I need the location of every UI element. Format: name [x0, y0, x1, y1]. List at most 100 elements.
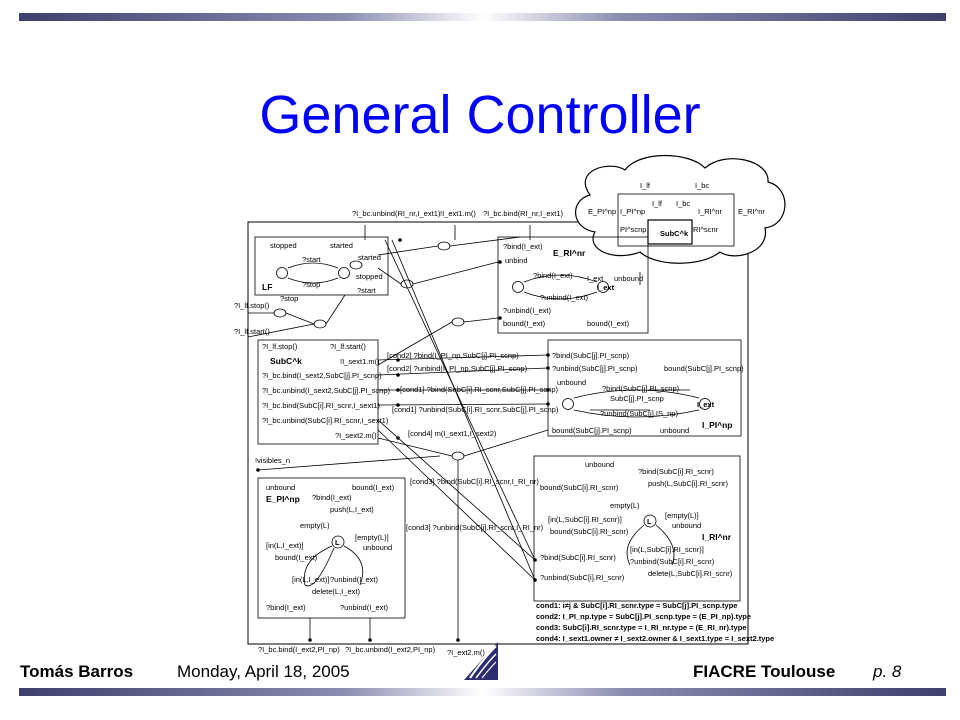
top-label: ?I_bc.bind(RI_nr,I_ext1)	[483, 209, 564, 218]
e-pi-label: [empty(L)]	[355, 533, 389, 542]
i-ri-label: ?bind(SubC[i].RI_scnr)	[638, 467, 714, 476]
i-pi-label: ?unbind(SubC[j].IS_np)	[600, 409, 678, 418]
e-ri-label: ?bind(I_ext)	[503, 242, 543, 251]
cloud-port-label: PI^scnp	[620, 225, 646, 234]
i-pi-box	[547, 339, 742, 437]
mid-cond-label: [cond2] ?unbind(I_PI_np,SubC[j].PI_scnp)	[387, 364, 528, 373]
e-pi-label: L	[335, 538, 340, 547]
cloud-port-label: I_lf	[652, 199, 663, 208]
top-gradient-bar	[19, 13, 946, 21]
subc-label: ?I_lf.start()	[330, 342, 366, 351]
i-ri-state-l	[643, 514, 657, 528]
footer-page-number: p. 8	[873, 662, 902, 681]
left-label: ?I_lf.stop()	[234, 301, 270, 310]
e-pi-box	[257, 477, 406, 619]
condition-definition: cond2: I_PI_np.type = SubC[j].PI_scnp.ty…	[536, 612, 751, 621]
lf-label: ?start	[302, 255, 322, 264]
e-ri-label: unbound	[614, 274, 643, 283]
i-pi-label: unbound	[660, 426, 689, 435]
i-pi-label: bound(SubC[j].PI_scnp)	[664, 364, 744, 373]
e-ri-box-name: E_RI^nr	[553, 248, 586, 258]
i-ri-label: [in(L,SubC[i].RI_scnr)]	[630, 545, 704, 554]
bottom-gradient-bar	[19, 688, 946, 696]
component-cloud	[575, 154, 786, 264]
lf-label: ?stop	[280, 294, 298, 303]
e-pi-label: empty(L)	[300, 521, 330, 530]
i-ri-label: bound(SubC[i].RI_scnr)	[540, 483, 619, 492]
i-ri-box-name: I_RI^nr	[702, 532, 732, 542]
e-pi-label: delete(L,I_ext)	[312, 587, 360, 596]
footer-date: Monday, April 18, 2005	[177, 662, 350, 681]
e-pi-label: [in(L,I_ext)]	[266, 541, 304, 550]
lf-label: stopped	[356, 272, 383, 281]
e-pi-label: ?bind(I_ext)	[312, 493, 352, 502]
mid-cond-label: [cond1] ?bind(SubC[i].RI_scnr,SubC[j].PI…	[400, 385, 559, 394]
lf-label: started	[358, 253, 381, 262]
lf-label: ?start	[357, 286, 377, 295]
condition-definition: cond4: I_sext1.owner ≠ I_sext2.owner & I…	[536, 634, 774, 643]
subc-box-name: SubC^k	[270, 356, 302, 366]
e-pi-label: ?bind(I_ext)	[266, 603, 306, 612]
i-pi-label: bound(SubC[j].PI_scnp)	[552, 426, 632, 435]
bottom-label: ?I_bc.unbind(I_ext2,PI_np)	[345, 645, 436, 654]
mid-cond-label: [cond4] m(I_sext1,I_sext2)	[408, 429, 497, 438]
e-ri-label: ?unbind(I_ext)	[540, 293, 588, 302]
i-pi-label: ?bind(SubC[j].PI_scnp)	[602, 384, 680, 393]
e-pi-label: bound(I_ext)	[275, 553, 318, 562]
i-ri-label: unbound	[585, 460, 614, 469]
cloud-port-label: E_PI^np	[588, 207, 616, 216]
i-pi-label: ?bind(SubC[j].PI_scnp)	[552, 351, 630, 360]
footer-author: Tomás Barros	[20, 662, 134, 681]
e-pi-label: ?unbind(I_ext)	[340, 603, 388, 612]
i-pi-label: I_ext	[697, 400, 715, 409]
footer-event: FIACRE Toulouse	[693, 662, 836, 681]
cloud-port-label: RI^scnr	[693, 225, 719, 234]
i-pi-label: unbound	[557, 378, 586, 387]
top-label: ?I_bc.unbind(RI_nr,I_ext1)	[352, 209, 441, 218]
condition-definition: cond1: i≠j & SubC[i].RI_scnr.type = SubC…	[536, 601, 737, 610]
subc-label: ?I_bc.bind(I_sext2,SubC[j].PI_scnp)	[262, 371, 382, 380]
e-ri-label: I_ext	[597, 283, 615, 292]
subc-label: ?I_bc.bind(SubC[i].RI_scnr,I_sext1)	[262, 401, 380, 410]
i-ri-label: ?bind(SubC[i].RI_scnr)	[540, 553, 616, 562]
institution-logo-icon	[464, 642, 498, 680]
bottom-label: ?I_ext2.m()	[447, 648, 485, 657]
i-ri-label: ?unbind(SubC[i].RI_scnr)	[630, 557, 715, 566]
lf-label: started	[330, 241, 353, 250]
condition-definition: cond3: SubC[i].RI_scnr.type = I_RI_nr.ty…	[536, 623, 746, 632]
e-pi-box-name: E_PI^np	[266, 494, 300, 504]
lf-state-started	[338, 267, 350, 279]
cloud-box-label: SubC^k	[660, 229, 689, 238]
e-ri-state-unbound	[512, 281, 524, 293]
i-ri-label: L	[647, 517, 652, 526]
top-label: !I_ext1.m()	[440, 209, 476, 218]
e-ri-label: unbind	[505, 256, 528, 265]
cloud-port-label: I_RI^nr	[698, 207, 722, 216]
e-ri-label: bound(I_ext)	[503, 319, 546, 328]
e-ri-label: ?unbind(I_ext)	[503, 306, 551, 315]
e-pi-state-l	[331, 535, 345, 549]
i-pi-label: ?unbind(SubC[j].PI_scnp)	[552, 364, 638, 373]
cloud-port-label: I_lf	[640, 181, 651, 190]
i-ri-label: push(L,SubC[i].RI_scnr)	[648, 479, 729, 488]
i-ri-label: ?unbind(SubC[i].RI_scnr)	[540, 573, 625, 582]
mid-cond-label: [cond3] ?unbind(SubC[i].RI_scnr,I_RI_nr)	[406, 523, 544, 532]
e-pi-label: unbound	[363, 543, 392, 552]
e-ri-label: I_ext	[587, 274, 604, 283]
mid-cond-label: [cond1] ?unbind(SubC[i].RI_scnr,SubC[j].…	[392, 405, 559, 414]
i-pi-box-name: I_PI^np	[702, 420, 732, 430]
subc-label: ?I_lf.stop()	[262, 342, 298, 351]
lf-state-stopped	[276, 267, 288, 279]
e-ri-state-bound	[597, 281, 609, 293]
cloud-port-label: E_RI^nr	[738, 207, 765, 216]
subc-label: ?I_sext2.m()	[335, 431, 377, 440]
lf-label: stopped	[270, 241, 297, 250]
cloud-port-label: I_PI^np	[620, 207, 645, 216]
left-label: ?I_lf.start()	[234, 327, 270, 336]
mid-cond-label: [cond3] ?bind(SubC[i].RI_scnr,I_RI_nr)	[410, 477, 539, 486]
i-pi-label: SubC[j].PI_scnp	[610, 394, 664, 403]
e-ri-label: ?bind(I_ext)	[533, 271, 573, 280]
i-pi-state-unbound	[562, 398, 574, 410]
